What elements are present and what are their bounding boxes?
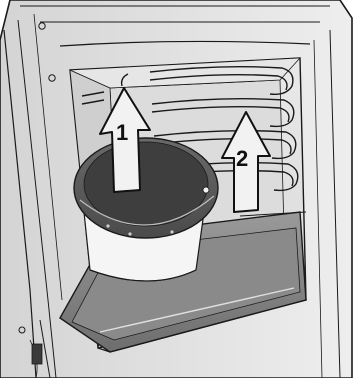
- step-1-label: 1: [116, 120, 128, 145]
- pizza-plate: [74, 138, 218, 281]
- step-2-label: 2: [236, 146, 248, 171]
